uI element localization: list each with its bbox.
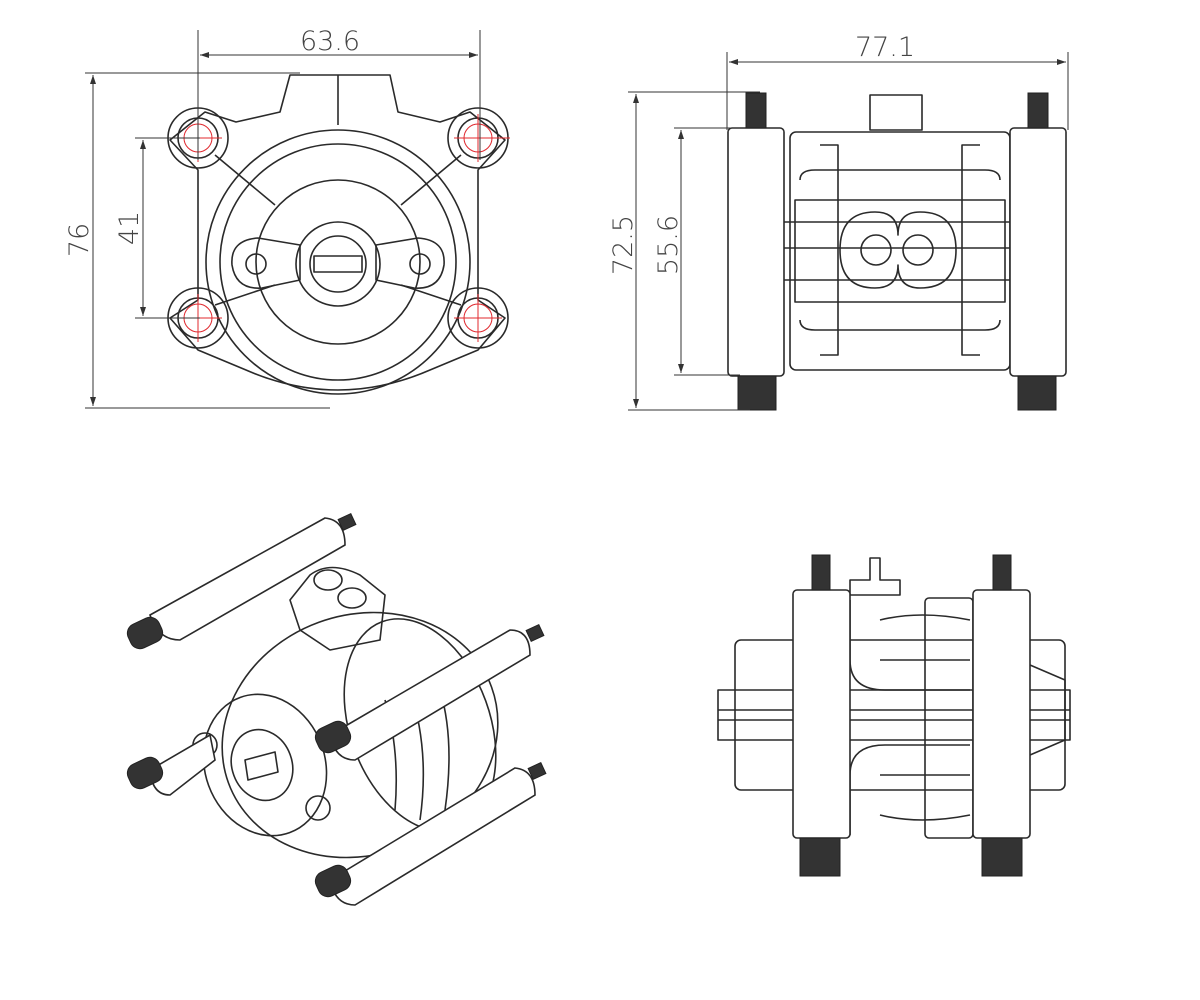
dimension-height-front: 76 bbox=[64, 223, 95, 257]
bottom-view bbox=[717, 554, 1071, 877]
dimension-hole-spacing: 41 bbox=[114, 211, 145, 245]
dimension-body-height: 55.6 bbox=[653, 215, 684, 275]
front-view: 63.6 76 41 bbox=[64, 26, 510, 409]
dimension-width-side: 77.1 bbox=[855, 32, 915, 63]
iso-rods bbox=[126, 512, 547, 906]
dimension-height-side: 72.5 bbox=[608, 215, 639, 275]
dimension-width-front: 63.6 bbox=[300, 26, 360, 57]
side-view: 77.1 72.5 55.6 bbox=[608, 32, 1069, 411]
isometric-view bbox=[126, 512, 547, 906]
